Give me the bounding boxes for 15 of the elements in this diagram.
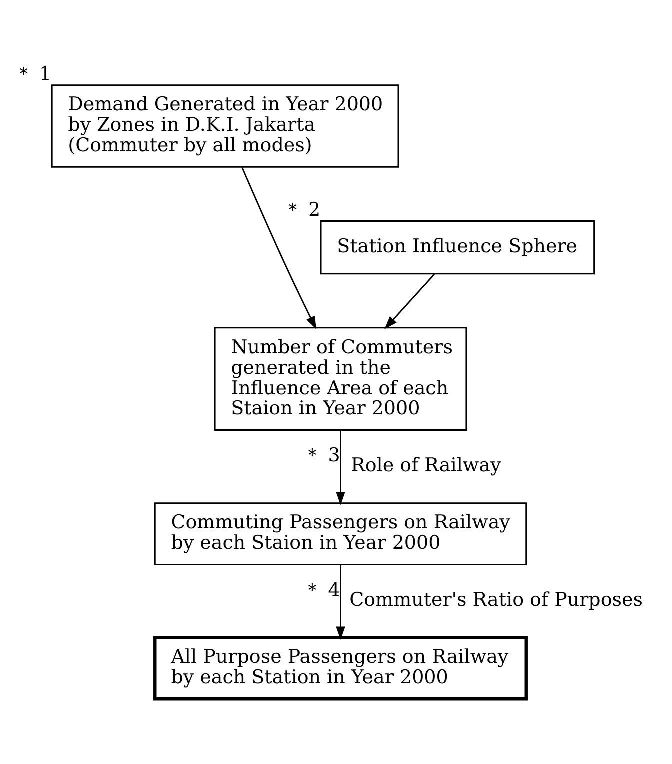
- node-box: Station Influence Sphere: [320, 220, 596, 275]
- arrow: [336, 430, 346, 506]
- label: ＊ 3: [303, 444, 340, 466]
- node-box: Commuting Passengers on Railway by each Staion in Year 2000: [154, 502, 528, 566]
- node-box: Demand Generated in Year 2000 by Zones in D.K.I. Jakarta (Commuter by all modes): [51, 84, 400, 168]
- node-label: ＊ 2: [283, 198, 321, 221]
- node-box: All Purpose Passengers on Railway by each Station in Year 2000: [154, 636, 528, 701]
- arrow: [384, 274, 436, 330]
- edge-label: Role of Railway: [351, 454, 502, 477]
- edge-label: Commuter's Ratio of Purposes: [350, 589, 644, 612]
- node-box: Number of Commuters generated in the Influence Area of each Staion in Year 2000: [214, 327, 468, 431]
- arrow: [336, 565, 346, 640]
- node-label: ＊ 1: [14, 63, 52, 86]
- label: ＊ 4: [303, 579, 340, 602]
- arrow: [242, 167, 317, 330]
